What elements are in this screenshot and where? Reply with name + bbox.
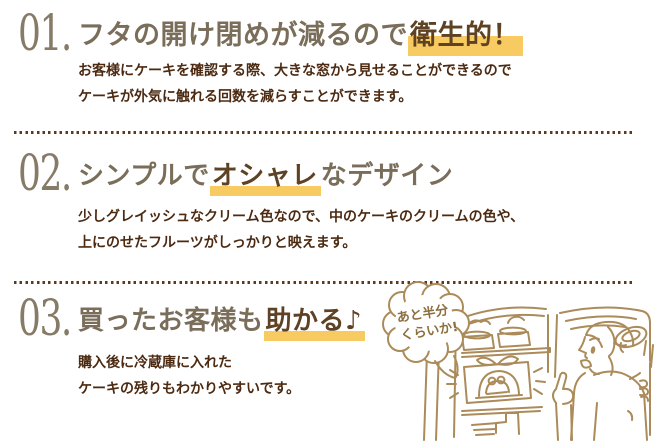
- section-01-body: お客様にケーキを確認する際、大きな窓から見せることができるので ケーキが外気に触…: [78, 58, 523, 110]
- section-02-heading: シンプルでオシャレなデザイン: [78, 159, 454, 196]
- heading-highlight: 助かる♪: [263, 306, 366, 341]
- fridge-illustration: あと半分 くらいか!: [378, 277, 660, 441]
- heading-highlight: 衛生的！: [408, 20, 523, 56]
- section-02-heading-row: 02. シンプルでオシャレなデザイン: [18, 144, 524, 202]
- section-03-heading-row: 03. 買ったお客様も助かる♪: [18, 289, 366, 347]
- body-line: お客様にケーキを確認する際、大きな窓から見せることができるので: [78, 63, 512, 79]
- heading-text: フタの開け閉めが減るので: [78, 20, 408, 51]
- heading-text: 買ったお客様も: [78, 306, 264, 336]
- body-line: 上にのせたフルーツがしっかりと映えます。: [78, 235, 357, 251]
- section-01-number: 01.: [18, 4, 72, 62]
- section-03-body: 購入後に冷蔵庫に入れた ケーキの残りもわかりやすいです。: [78, 350, 365, 402]
- body-line: ケーキが外気に触れる回数を減らすことができます。: [78, 89, 413, 105]
- woman: [552, 320, 649, 441]
- heading-text: なデザイン: [320, 161, 454, 191]
- dotted-divider: [14, 281, 632, 284]
- cake-box: [463, 355, 532, 404]
- body-line: 購入後に冷蔵庫に入れた: [78, 355, 232, 371]
- heading-highlight: オシャレ: [209, 161, 321, 196]
- section-03-heading: 買ったお客様も助かる♪: [78, 304, 366, 341]
- section-02: 02. シンプルでオシャレなデザイン 少しグレイッシュなクリーム色なので、中のケ…: [18, 144, 524, 256]
- heading-text: シンプルで: [78, 161, 210, 191]
- fridge-right-door: [554, 306, 654, 436]
- section-01-heading: フタの開け閉めが減るので衛生的！: [78, 19, 523, 56]
- section-03: 03. 買ったお客様も助かる♪ 購入後に冷蔵庫に入れた ケーキの残りもわかりやす…: [18, 289, 366, 402]
- section-01: 01. フタの開け閉めが減るので衛生的！ お客様にケーキを確認する際、大きな窓か…: [18, 4, 523, 110]
- body-line: 少しグレイッシュなクリーム色なので、中のケーキのクリームの色や、: [78, 209, 525, 225]
- dotted-divider: [14, 131, 632, 134]
- section-03-number: 03.: [18, 289, 72, 347]
- sparkle-lines: [446, 367, 546, 399]
- body-line: ケーキの残りもわかりやすいです。: [78, 381, 301, 397]
- section-02-number: 02.: [18, 144, 72, 202]
- section-02-body: 少しグレイッシュなクリーム色なので、中のケーキのクリームの色や、 上にのせたフル…: [78, 204, 524, 256]
- section-01-heading-row: 01. フタの開け閉めが減るので衛生的！: [18, 4, 523, 62]
- speech-bubble: あと半分 くらいか!: [382, 281, 470, 379]
